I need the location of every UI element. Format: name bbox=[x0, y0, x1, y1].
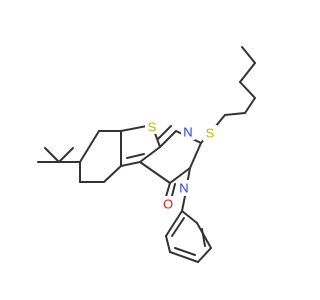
bond bbox=[79, 130, 100, 163]
bond bbox=[139, 146, 161, 163]
bond bbox=[159, 130, 177, 148]
bond bbox=[171, 217, 185, 237]
atom-n-top: N bbox=[181, 124, 195, 140]
bond bbox=[120, 161, 141, 167]
bond bbox=[181, 195, 186, 212]
bond bbox=[197, 247, 212, 263]
bond bbox=[169, 251, 199, 263]
bond bbox=[241, 46, 256, 64]
bond bbox=[139, 161, 171, 184]
atom-label-n-top: N bbox=[183, 125, 192, 140]
bond bbox=[224, 112, 246, 116]
bond bbox=[201, 228, 206, 247]
atom-label-s-chain: S bbox=[206, 126, 215, 141]
bond bbox=[103, 165, 122, 183]
atom-label-s-thiophene: S bbox=[148, 120, 157, 135]
bond bbox=[239, 62, 256, 83]
bond bbox=[157, 125, 172, 140]
bond bbox=[58, 147, 74, 163]
atom-layer: S N S N O bbox=[145, 118, 217, 212]
atom-s-chain: S bbox=[203, 125, 217, 141]
bond bbox=[126, 153, 145, 159]
bond-layer bbox=[37, 46, 256, 263]
bond bbox=[165, 235, 171, 253]
bond bbox=[174, 247, 196, 256]
bond bbox=[189, 142, 202, 169]
bond bbox=[44, 147, 60, 163]
bond bbox=[239, 81, 256, 99]
atom-o-carbonyl: O bbox=[161, 196, 175, 212]
bond bbox=[165, 210, 183, 237]
molecule-structure: S N S N O bbox=[37, 46, 256, 263]
bond bbox=[181, 210, 198, 224]
atom-label-n-ring: N bbox=[179, 181, 188, 196]
atom-n-ring: N bbox=[177, 180, 191, 196]
atom-s-thiophene: S bbox=[145, 118, 159, 135]
bond bbox=[169, 167, 191, 184]
bond bbox=[244, 97, 256, 114]
atom-label-o-carbonyl: O bbox=[163, 197, 173, 212]
